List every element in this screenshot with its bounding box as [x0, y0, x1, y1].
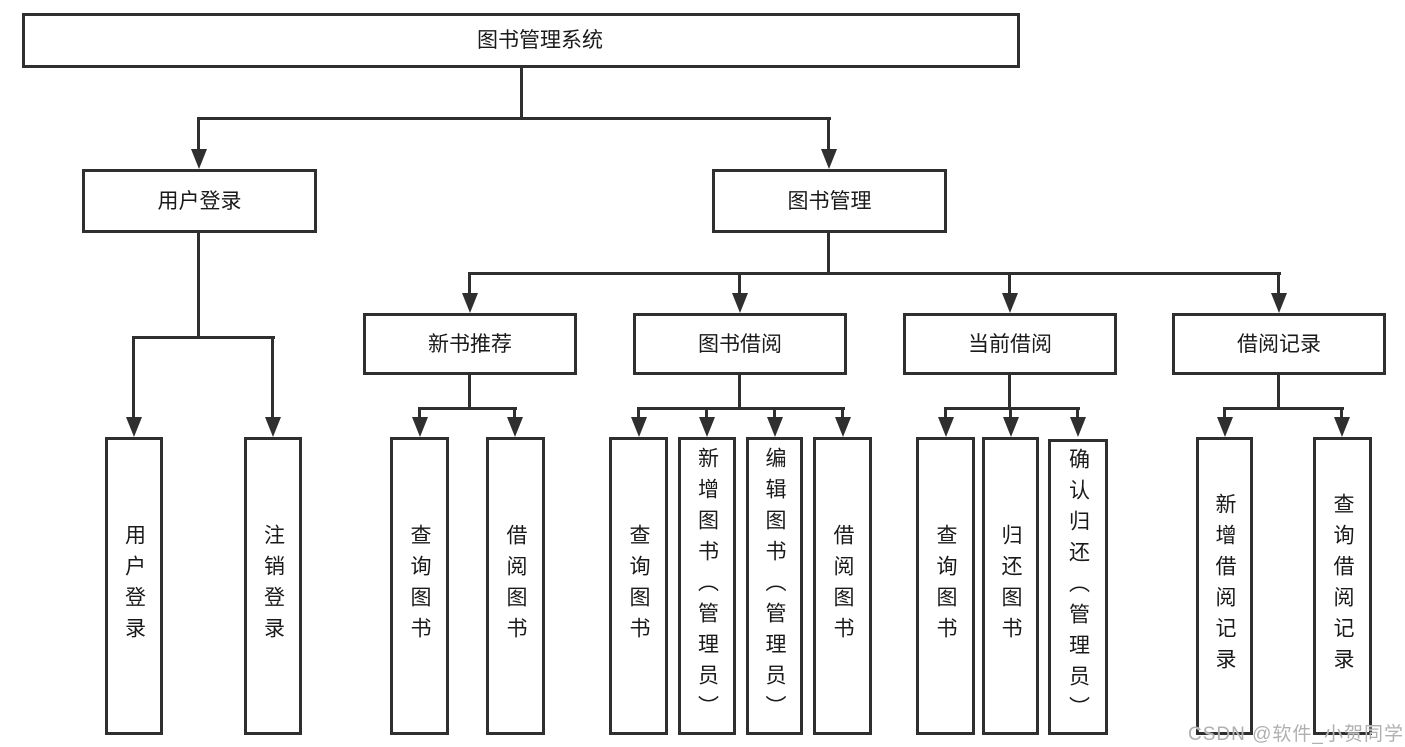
connector-line — [944, 407, 1080, 410]
arrow-down-icon — [126, 417, 142, 437]
node-label: 确认归还（管理员） — [1066, 447, 1090, 727]
connector-line — [513, 407, 516, 419]
connector-line — [1223, 407, 1226, 419]
connector-line — [132, 336, 275, 339]
connector-line — [1340, 407, 1343, 419]
arrow-down-icon — [507, 417, 523, 437]
connector-line — [468, 375, 471, 410]
node-record-add-borrow-record: 新增借阅记录 — [1196, 437, 1253, 735]
connector-line — [418, 407, 517, 410]
connector-line — [1076, 407, 1079, 419]
node-label: 编辑图书（管理员） — [763, 446, 786, 726]
arrow-down-icon — [1003, 417, 1019, 437]
node-logout: 注销登录 — [244, 437, 302, 735]
node-label: 借阅图书 — [504, 524, 527, 648]
arrow-down-icon — [462, 293, 478, 313]
connector-line — [841, 407, 844, 419]
connector-line — [773, 407, 776, 419]
arrow-down-icon — [1070, 417, 1086, 437]
node-label: 新增图书（管理员） — [695, 446, 719, 726]
node-newbook-query-books: 查询图书 — [390, 437, 449, 735]
node-label: 查询图书 — [934, 524, 957, 648]
node-label: 借阅图书 — [831, 524, 854, 648]
connector-line — [1277, 375, 1280, 410]
connector-line — [1277, 272, 1280, 295]
connector-line — [637, 407, 845, 410]
connector-line — [738, 272, 741, 295]
connector-line — [637, 407, 640, 419]
node-borrow-record: 借阅记录 — [1172, 313, 1386, 375]
connector-line — [827, 117, 830, 152]
connector-line — [738, 375, 741, 410]
connector-line — [418, 407, 421, 419]
node-newbook-borrow-books: 借阅图书 — [486, 437, 545, 735]
csdn-watermark: CSDN @软件_小贺同学 — [1188, 724, 1404, 745]
connector-line — [1009, 407, 1012, 419]
node-root: 图书管理系统 — [22, 13, 1020, 68]
connector-line — [198, 117, 831, 120]
arrow-down-icon — [1217, 417, 1233, 437]
connector-line — [1223, 407, 1344, 410]
node-borrow-edit-books-admin: 编辑图书（管理员） — [746, 437, 803, 735]
connector-line — [944, 407, 947, 419]
connector-line — [1008, 375, 1011, 410]
connector-line — [827, 233, 830, 272]
arrow-down-icon — [821, 149, 837, 169]
node-record-query-borrow-record: 查询借阅记录 — [1313, 437, 1372, 735]
connector-line — [1008, 272, 1011, 295]
arrow-down-icon — [699, 417, 715, 437]
arrow-down-icon — [412, 417, 428, 437]
arrow-down-icon — [191, 149, 207, 169]
node-current-return-books: 归还图书 — [982, 437, 1039, 735]
node-current-borrow: 当前借阅 — [903, 313, 1117, 375]
connector-line — [197, 233, 200, 339]
node-new-book-recommend: 新书推荐 — [363, 313, 577, 375]
arrow-down-icon — [265, 417, 281, 437]
node-user-login-group: 用户登录 — [82, 169, 317, 233]
node-label: 注销登录 — [261, 524, 285, 648]
node-borrow-query-books: 查询图书 — [609, 437, 668, 735]
node-label: 查询图书 — [627, 524, 650, 648]
connector-line — [520, 68, 523, 117]
arrow-down-icon — [767, 417, 783, 437]
connector-line — [705, 407, 708, 419]
arrow-down-icon — [1334, 417, 1350, 437]
node-label: 新增借阅记录 — [1213, 493, 1236, 679]
node-borrow-borrow-books: 借阅图书 — [813, 437, 872, 735]
arrow-down-icon — [1271, 293, 1287, 313]
node-label: 归还图书 — [999, 524, 1022, 648]
arrow-down-icon — [732, 293, 748, 313]
node-current-query-books: 查询图书 — [916, 437, 975, 735]
arrow-down-icon — [835, 417, 851, 437]
node-label: 用户登录 — [122, 524, 146, 648]
node-label: 查询借阅记录 — [1331, 493, 1354, 679]
node-current-confirm-return-admin: 确认归还（管理员） — [1048, 439, 1108, 735]
connector-line — [468, 272, 1281, 275]
connector-line — [132, 336, 135, 419]
connector-line — [271, 336, 274, 419]
arrow-down-icon — [938, 417, 954, 437]
node-user-login: 用户登录 — [105, 437, 163, 735]
arrow-down-icon — [631, 417, 647, 437]
connector-line — [468, 272, 471, 295]
arrow-down-icon — [1002, 293, 1018, 313]
node-book-management: 图书管理 — [712, 169, 947, 233]
connector-line — [197, 117, 200, 152]
node-label: 查询图书 — [408, 524, 431, 648]
node-borrow-add-books-admin: 新增图书（管理员） — [678, 437, 736, 735]
node-book-borrow: 图书借阅 — [633, 313, 847, 375]
